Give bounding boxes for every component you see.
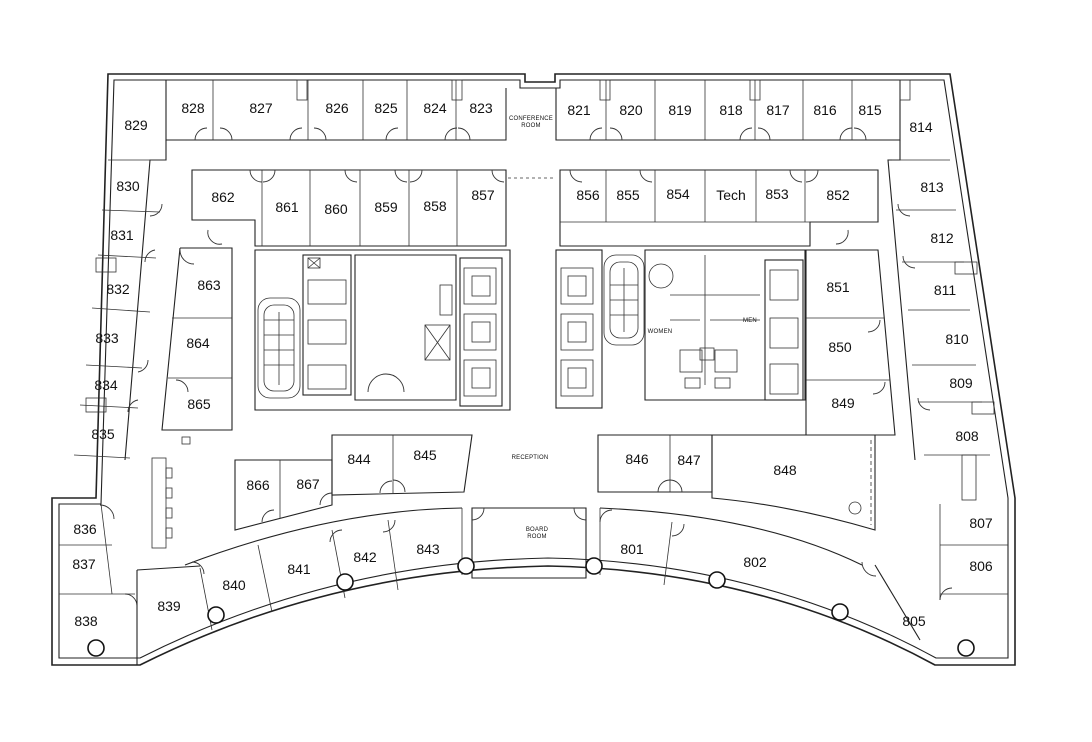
room-859: 859	[374, 199, 398, 215]
room-858: 858	[423, 198, 447, 214]
top-office-row	[165, 79, 911, 141]
room-813: 813	[920, 179, 944, 195]
room-815: 815	[858, 102, 882, 118]
room-tech: Tech	[716, 187, 746, 203]
womens-restroom-label: WOMEN	[648, 329, 673, 335]
bottom-arc-offices	[87, 507, 975, 657]
conference-room-label-2: ROOM	[521, 123, 540, 129]
room-823: 823	[469, 100, 493, 116]
room-848: 848	[773, 462, 797, 478]
room-861: 861	[275, 199, 299, 215]
room-834: 834	[94, 377, 118, 393]
room-825: 825	[374, 100, 398, 116]
room-853: 853	[765, 186, 789, 202]
room-833: 833	[95, 330, 119, 346]
room-857: 857	[471, 187, 495, 203]
room-842: 842	[353, 549, 377, 565]
room-labels: 829 828 827 826 825 824 823 821 820 819 …	[72, 100, 993, 629]
room-809: 809	[949, 375, 973, 391]
room-832: 832	[106, 281, 130, 297]
room-824: 824	[423, 100, 447, 116]
left-wing	[59, 140, 201, 665]
conference-room-label-1: CONFERENCE	[509, 116, 553, 122]
room-851: 851	[826, 279, 850, 295]
room-806: 806	[969, 558, 993, 574]
room-840: 840	[222, 577, 246, 593]
room-850: 850	[828, 339, 852, 355]
room-865: 865	[187, 396, 211, 412]
room-837: 837	[72, 556, 96, 572]
board-room-label-2: ROOM	[527, 534, 546, 540]
board-room-label-1: BOARD	[526, 527, 549, 533]
room-860: 860	[324, 201, 348, 217]
room-810: 810	[945, 331, 969, 347]
room-808: 808	[955, 428, 979, 444]
room-805: 805	[902, 613, 926, 629]
room-867: 867	[296, 476, 320, 492]
room-802: 802	[743, 554, 767, 570]
room-812: 812	[930, 230, 954, 246]
room-855: 855	[616, 187, 640, 203]
room-844: 844	[347, 451, 371, 467]
room-856: 856	[576, 187, 600, 203]
room-862: 862	[211, 189, 235, 205]
room-852: 852	[826, 187, 850, 203]
room-863: 863	[197, 277, 221, 293]
room-819: 819	[668, 102, 692, 118]
room-807: 807	[969, 515, 993, 531]
room-846: 846	[625, 451, 649, 467]
room-838: 838	[74, 613, 98, 629]
reception-offices	[151, 434, 876, 549]
room-818: 818	[719, 102, 743, 118]
room-828: 828	[181, 100, 205, 116]
room-826: 826	[325, 100, 349, 116]
room-854: 854	[666, 186, 690, 202]
room-829: 829	[124, 117, 148, 133]
right-interior-offices	[805, 229, 896, 436]
interior-upper-row	[191, 169, 879, 247]
room-841: 841	[287, 561, 311, 577]
room-814: 814	[909, 119, 933, 135]
room-801: 801	[620, 541, 644, 557]
room-820: 820	[619, 102, 643, 118]
room-831: 831	[110, 227, 134, 243]
room-845: 845	[413, 447, 437, 463]
room-847: 847	[677, 452, 701, 468]
room-839: 839	[157, 598, 181, 614]
room-843: 843	[416, 541, 440, 557]
area-labels: CONFERENCE ROOM RECEPTION BOARD ROOM WOM…	[509, 116, 757, 540]
right-wing	[861, 140, 1008, 641]
left-interior-offices	[161, 229, 233, 445]
room-830: 830	[116, 178, 140, 194]
room-821: 821	[567, 102, 591, 118]
building-outline	[51, 73, 1016, 666]
core-right	[555, 249, 806, 409]
room-817: 817	[766, 102, 790, 118]
room-827: 827	[249, 100, 273, 116]
room-816: 816	[813, 102, 837, 118]
room-849: 849	[831, 395, 855, 411]
mens-restroom-label: MEN	[743, 318, 757, 324]
room-835: 835	[91, 426, 115, 442]
room-811: 811	[934, 282, 957, 298]
room-836: 836	[73, 521, 97, 537]
room-864: 864	[186, 335, 210, 351]
reception-label: RECEPTION	[512, 455, 549, 461]
room-866: 866	[246, 477, 270, 493]
core-left	[254, 249, 511, 411]
